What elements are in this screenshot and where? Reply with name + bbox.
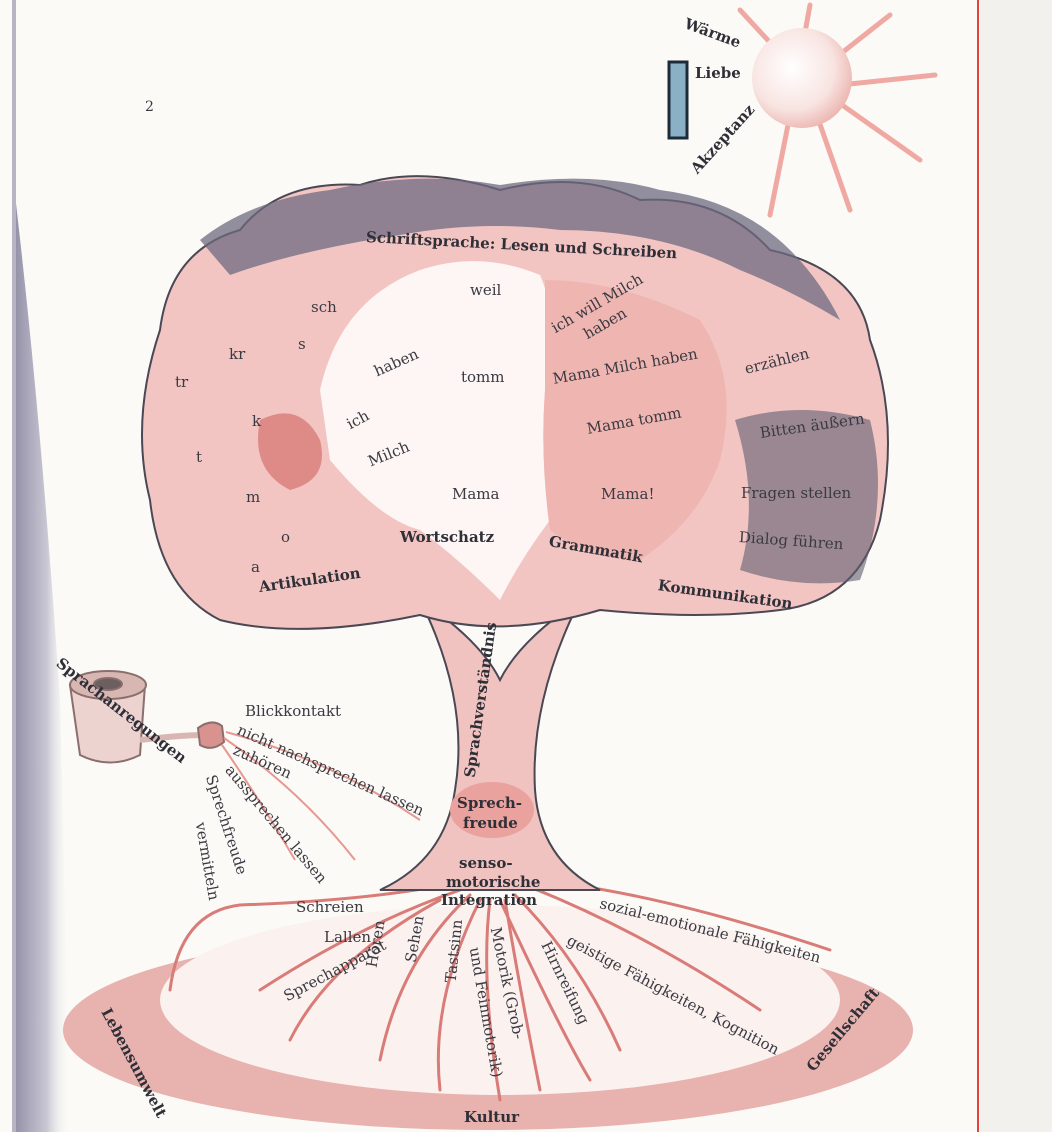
sound-t: t	[196, 450, 202, 465]
stim-blickkontakt: Blickkontakt	[245, 704, 341, 719]
sound-kr: kr	[229, 347, 245, 362]
left-shadow	[12, 170, 70, 1132]
sound-a: a	[251, 560, 260, 575]
integration-label-1: senso-	[459, 856, 513, 871]
root-schreien: Schreien	[296, 900, 364, 915]
sound-s: s	[298, 337, 306, 352]
integration-label-2: motorische	[446, 875, 540, 890]
speech-joy-label-2: freude	[463, 816, 518, 831]
sound-sch: sch	[311, 300, 337, 315]
sun-label-liebe: Liebe	[695, 66, 741, 81]
root-lallen: Lallen	[324, 930, 371, 945]
right-margin	[980, 0, 1052, 1132]
vocabulary-label: Wortschatz	[400, 530, 494, 545]
sound-k: k	[252, 414, 261, 429]
sound-tr: tr	[175, 375, 188, 390]
sound-o: o	[281, 530, 290, 545]
phrase-mama: Mama!	[601, 487, 655, 502]
comm-fragen-stellen: Fragen stellen	[741, 486, 851, 501]
left-page-edge	[12, 0, 16, 1132]
word-tomm: tomm	[461, 370, 505, 385]
integration-label-3: Integration	[441, 893, 537, 908]
word-weil: weil	[470, 283, 501, 298]
sound-m: m	[246, 490, 260, 505]
blue-rectangle-marker	[669, 62, 687, 138]
word-mama: Mama	[452, 487, 499, 502]
stray-mark: 2	[145, 100, 154, 114]
speech-joy-label-1: Sprech-	[457, 796, 522, 811]
ground-kultur: Kultur	[464, 1110, 519, 1125]
sun-icon	[740, 5, 935, 215]
